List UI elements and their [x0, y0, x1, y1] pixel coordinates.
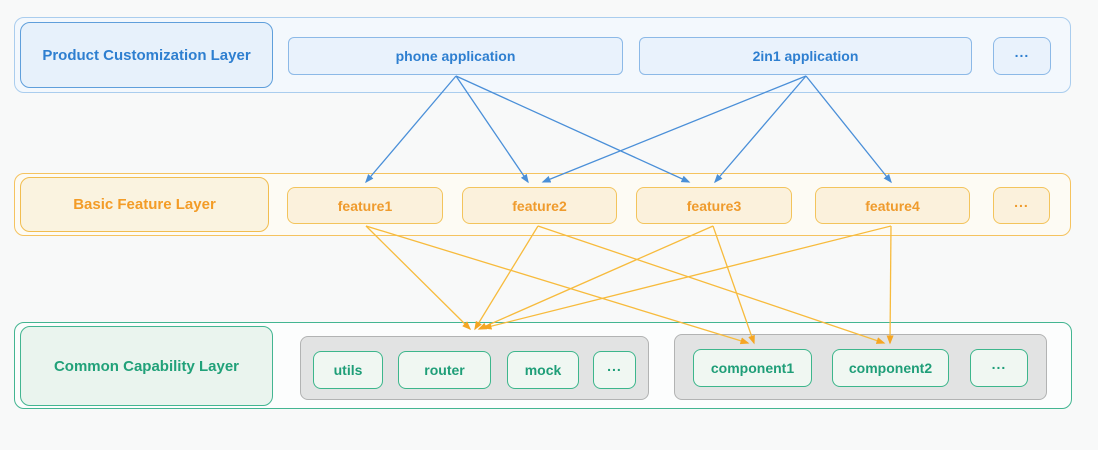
node-feature3-text: feature3: [686, 197, 742, 214]
node-product-ellipsis-text: ...: [1014, 44, 1030, 60]
node-feature-ellipsis-text: ...: [1014, 193, 1029, 210]
edge-feature3-to-utils-group: [477, 225, 714, 330]
node-router-text: router: [424, 362, 465, 378]
common-layer-label-text: Common Capability Layer: [53, 357, 240, 375]
node-phone-application: phone application: [288, 37, 623, 75]
node-phone-application-text: phone application: [395, 48, 516, 64]
node-component1: component1: [693, 349, 812, 387]
edge-feature4-to-utils-group: [482, 225, 892, 330]
node-feature2: feature2: [462, 187, 617, 224]
node-feature4-text: feature4: [865, 197, 920, 214]
node-feature-ellipsis: ...: [993, 187, 1050, 224]
components-group: component1 component2 ...: [674, 334, 1047, 400]
node-components-ellipsis-text: ...: [991, 356, 1007, 372]
node-components-ellipsis: ...: [970, 349, 1028, 387]
product-layer-label: Product Customization Layer: [20, 22, 273, 88]
utils-group: utils router mock ...: [300, 336, 649, 400]
node-feature1: feature1: [287, 187, 443, 224]
node-2in1-application-text: 2in1 application: [752, 48, 859, 64]
node-utils-ellipsis: ...: [593, 351, 636, 389]
node-feature2-text: feature2: [512, 197, 567, 214]
node-feature3: feature3: [636, 187, 792, 224]
node-router: router: [398, 351, 491, 389]
node-utils-text: utils: [333, 362, 363, 378]
product-layer-label-text: Product Customization Layer: [42, 46, 251, 64]
node-mock: mock: [507, 351, 579, 389]
feature-layer-label: Basic Feature Layer: [20, 177, 269, 232]
feature-layer-label-text: Basic Feature Layer: [73, 196, 216, 213]
node-utils-ellipsis-text: ...: [607, 358, 622, 374]
node-2in1-application: 2in1 application: [639, 37, 972, 75]
node-component1-text: component1: [710, 360, 795, 376]
node-product-ellipsis: ...: [993, 37, 1051, 75]
node-component2-text: component2: [848, 360, 933, 376]
node-feature4: feature4: [815, 187, 970, 224]
node-mock-text: mock: [524, 362, 562, 378]
node-feature1-text: feature1: [337, 197, 393, 214]
edge-feature2-to-utils-group: [474, 225, 539, 331]
node-utils: utils: [313, 351, 383, 389]
edge-feature1-to-utils-group: [365, 225, 472, 331]
common-layer-label: Common Capability Layer: [20, 326, 273, 406]
node-component2: component2: [832, 349, 949, 387]
